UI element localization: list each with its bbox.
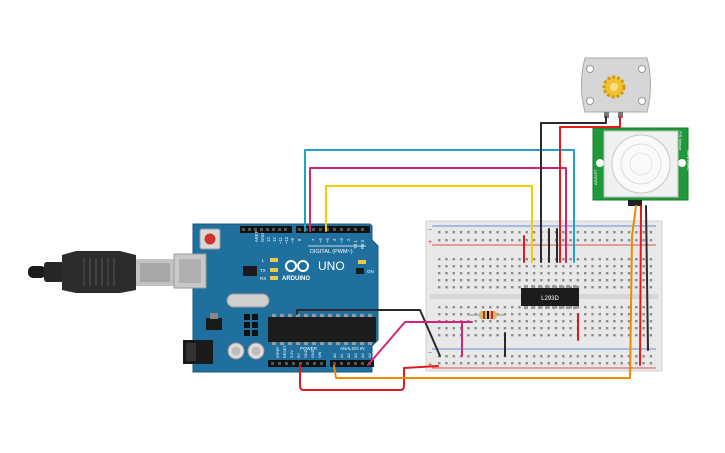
l-led-label: L (262, 258, 265, 263)
power-pin-label: RESET (283, 345, 287, 358)
rail-minus-sign: − (428, 350, 432, 357)
power-header-label: POWER (300, 346, 318, 351)
digital-pin-label: ~9 (290, 238, 295, 243)
crystal (226, 293, 270, 308)
wire-red-pir (639, 205, 642, 366)
digital-pin-label: ~5 (325, 238, 330, 243)
on-led-label: ON (367, 269, 374, 274)
pir-top-label: PIR Sensor (678, 131, 682, 151)
wire-magenta-analog (367, 321, 473, 366)
arduino-uno-board: AREF GND 13 12 ~11 ~10 ~9 8 7 ~6 ~5 4 ~3… (173, 223, 379, 373)
l293d-chip: L293D (521, 285, 579, 309)
arduino-logo-icon (285, 260, 309, 272)
power-pin-label: GND (304, 349, 308, 358)
wire-red-motor (559, 116, 621, 263)
power-pin-label: IOREF (276, 346, 280, 358)
analog-pin-label: A1 (340, 353, 344, 358)
analog-header-label: ANALOG IN (340, 346, 365, 351)
power-pin-label: 3.3V (290, 350, 294, 358)
digital-pin-label: 12 (272, 237, 277, 242)
resistor (470, 311, 505, 319)
power-pin-label: 5V (297, 353, 301, 358)
wire-yellow (325, 185, 533, 263)
analog-pin-label: A3 (354, 353, 358, 358)
wire-orange-signal (333, 235, 633, 379)
rail-minus-sign: − (428, 227, 432, 234)
wire-magenta (309, 167, 567, 263)
atmega-chip (268, 317, 376, 342)
pir-side-label-right: SEN-13285 (686, 150, 691, 171)
rail-plus-sign: + (428, 239, 432, 246)
wire-orange-pir (631, 205, 637, 237)
pir-sensor: ADJUST SEN-13285 PIR Sensor (592, 127, 691, 206)
analog-header (330, 360, 374, 367)
analog-pin-label: A0 (333, 353, 337, 358)
rx-led-label: RX (260, 276, 266, 281)
tx-led-label: TX (260, 268, 266, 273)
wire-red-5v (299, 365, 439, 391)
pir-side-label-left: ADJUST (593, 169, 598, 185)
wire-black-gnd (296, 309, 441, 357)
chip-label: L293D (541, 296, 559, 302)
digital-pin-label: ~3 (339, 238, 344, 243)
digital-pin-label: RX 0 (360, 239, 365, 249)
digital-pin-label: 13 (266, 237, 271, 242)
analog-pin-label: A4 (361, 353, 365, 358)
pir-dome (611, 134, 671, 194)
analog-pin-label: A2 (347, 353, 351, 358)
power-pin-label: VIN (318, 351, 322, 358)
icsp-header (244, 314, 258, 336)
analog-pin-label: A5 (368, 353, 372, 358)
power-pin-label: GND (311, 349, 315, 358)
digital-header-label: DIGITAL (PWM~) (310, 249, 353, 255)
power-header (268, 360, 326, 367)
digital-pin-label: 8 (297, 238, 302, 241)
wire-blue (304, 149, 575, 263)
gear-icon (602, 75, 626, 99)
usb-cable (28, 251, 174, 293)
digital-pin-label: ~6 (318, 238, 323, 243)
dc-motor (581, 57, 651, 118)
aref-pin-label: AREF (254, 230, 259, 242)
model-label: UNO (318, 259, 345, 273)
wire-black-pir (645, 205, 649, 351)
digital-pin-label: TX 1 (353, 239, 358, 249)
digital-pin-label: 2 (346, 238, 351, 241)
digital-pin-label: ~10 (284, 236, 289, 244)
digital-pin-label: ~11 (278, 237, 283, 244)
digital-pin-label: 4 (332, 238, 337, 241)
digital-header (240, 226, 370, 233)
gnd-pin-label: GND (260, 233, 265, 242)
digital-pin-label: 7 (311, 238, 316, 241)
wire-black-motor (540, 116, 607, 263)
brand-label: ARDUINO (282, 276, 310, 282)
breadboard: + + − − (425, 220, 663, 372)
